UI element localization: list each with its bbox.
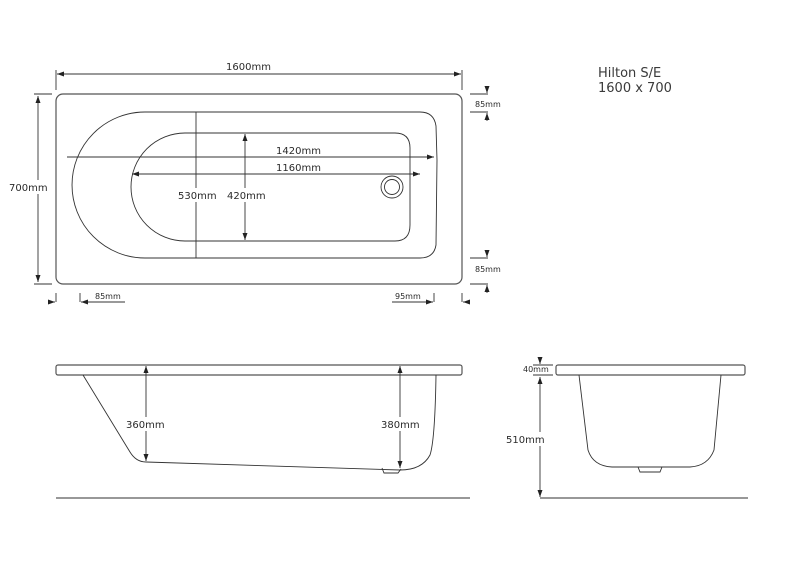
- dim-rim-top: 85mm: [475, 100, 501, 109]
- dim-internal-base-width: 420mm: [227, 191, 266, 202]
- dim-overall-width: 700mm: [9, 183, 48, 194]
- dim-end-rim-thickness: 40mm: [523, 365, 549, 374]
- plan-inner-basin-base: [130, 132, 411, 242]
- dim-internal-base-length: 1160mm: [276, 163, 321, 174]
- model-size: 1600 x 700: [598, 81, 672, 96]
- product-title: Hilton S/E 1600 x 700: [598, 66, 672, 96]
- dim-internal-top-width: 530mm: [178, 191, 217, 202]
- dim-rim-bottom: 85mm: [475, 265, 501, 274]
- plan-view: 1600mm 700mm 85mm 85mm 85mm 95mm 14: [8, 62, 501, 305]
- dim-depth-head-end: 360mm: [126, 420, 165, 431]
- end-waste: [637, 466, 663, 473]
- dim-depth-waste-end: 380mm: [381, 420, 420, 431]
- plan-outer-rim: [55, 93, 463, 285]
- model-name: Hilton S/E: [598, 66, 661, 81]
- dim-overall-length: 1600mm: [226, 62, 271, 73]
- side-view: 360mm 380mm: [55, 364, 470, 499]
- end-rim: [555, 364, 746, 376]
- side-rim: [55, 364, 463, 376]
- dim-internal-top-length: 1420mm: [276, 146, 321, 157]
- waste-outlet-inner-icon: [384, 179, 400, 195]
- plan-inner-basin-top: [71, 111, 438, 259]
- dim-end-overall-height: 510mm: [506, 435, 545, 446]
- end-view: 40mm 510mm: [506, 357, 748, 499]
- dim-rim-left: 85mm: [95, 292, 121, 301]
- dim-rim-right: 95mm: [395, 292, 421, 301]
- side-basin-profile: [82, 374, 437, 471]
- side-waste: [381, 467, 402, 474]
- end-basin-profile: [578, 374, 722, 468]
